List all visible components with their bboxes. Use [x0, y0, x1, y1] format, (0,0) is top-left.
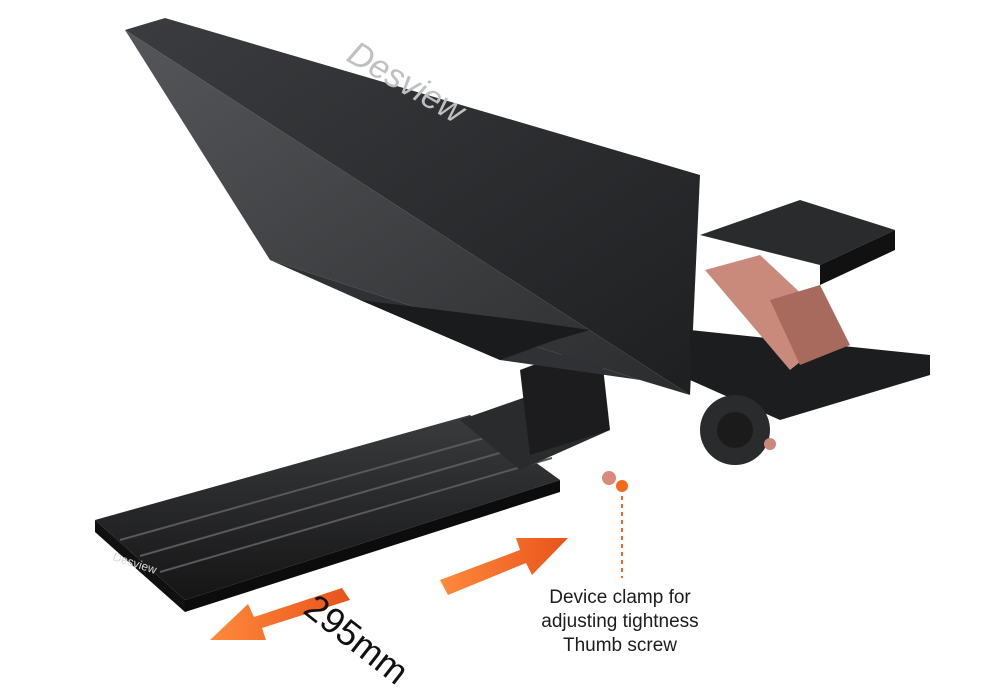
callout-line-3: Thumb screw	[562, 635, 678, 656]
teleprompter-scene: Desview Desview	[95, 18, 930, 640]
device-platform	[690, 200, 930, 420]
dimension-arrow-left	[210, 588, 350, 640]
callout-marker	[616, 480, 628, 492]
callout-line-2: adjusting tightness	[541, 611, 699, 632]
thumb-screw-knob	[602, 471, 616, 485]
angle-dial	[700, 395, 776, 465]
slider-rail: Desview	[95, 415, 560, 612]
teleprompter-hood: Desview	[125, 18, 700, 395]
dimension-arrow-right	[440, 538, 568, 595]
callout-caption: Device clamp for adjusting tightness Thu…	[510, 586, 730, 658]
callout-line-1: Device clamp for	[549, 587, 691, 608]
